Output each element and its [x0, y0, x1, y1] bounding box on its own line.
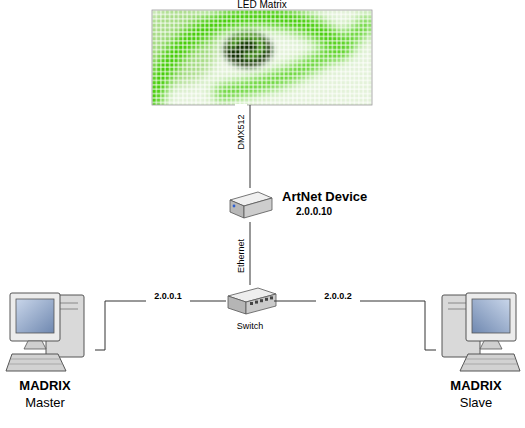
role-label: Master [2, 396, 88, 411]
node-title: Switch [220, 321, 280, 331]
node-title: LED Matrix [152, 0, 372, 11]
device-name: ArtNet Device [282, 190, 412, 205]
artnet-device-icon [230, 192, 272, 218]
led-matrix-image [152, 10, 372, 105]
master-computer-icon [6, 293, 84, 371]
cable-line [250, 222, 251, 285]
cable-line [274, 301, 436, 350]
device-node: ArtNet Device2.0.0.10 [228, 188, 272, 222]
computer-node: MADRIXSlave [436, 288, 523, 376]
computer-node: MADRIXMaster [2, 288, 95, 376]
cable-line [250, 105, 251, 188]
role-label: Slave [436, 396, 516, 411]
switch-icon [228, 288, 276, 314]
connection-label: DMX512 [235, 104, 247, 160]
connection-label: Ethernet [235, 228, 247, 284]
slave-computer-icon [442, 293, 520, 371]
network-cable [274, 301, 436, 350]
matrix-node: LED Matrix [152, 0, 372, 105]
software-name: MADRIX [436, 379, 516, 394]
connection-label: 2.0.0.2 [316, 290, 360, 302]
matrix-frame [152, 10, 372, 105]
cable-line [95, 301, 226, 350]
ip-address: 2.0.0.10 [296, 206, 376, 218]
network-cable [250, 222, 251, 285]
network-cable [95, 301, 226, 350]
connection-label: 2.0.0.1 [146, 290, 190, 302]
software-name: MADRIX [2, 379, 88, 394]
switch-node: Switch [226, 285, 274, 317]
network-cable [250, 105, 251, 188]
